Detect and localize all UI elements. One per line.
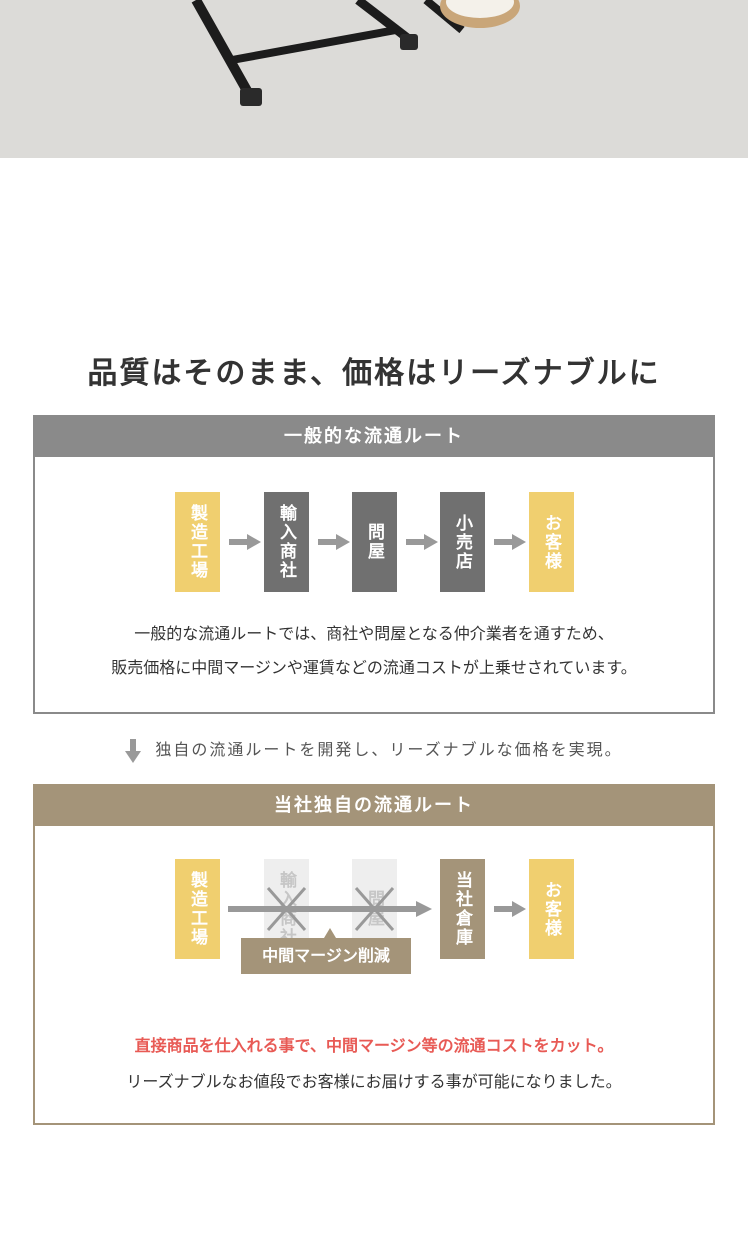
direct-arrow-icon — [228, 901, 432, 917]
step-customer: お客様 — [529, 492, 574, 592]
arrow-right-icon — [229, 534, 261, 550]
general-route-desc-2: 販売価格に中間マージンや運賃などの流通コストが上乗せされています。 — [111, 658, 637, 677]
step-factory: 製造工場 — [175, 859, 220, 959]
headline: 品質はそのまま、価格はリーズナブルに — [87, 356, 661, 391]
transition-note-text: 独自の流通ルートを開発し、リーズナブルな価格を実現。 — [155, 740, 623, 759]
arrow-right-icon — [406, 534, 438, 550]
arrow-right-icon — [494, 534, 526, 550]
general-route-panel: 一般的な流通ルート 製造工場 輸入商社 問屋 小売店 お客様 一般的な流通ルート… — [33, 415, 715, 714]
step-factory: 製造工場 — [175, 492, 220, 592]
arrow-right-icon — [494, 901, 526, 917]
step-own-warehouse: 当社倉庫 — [440, 859, 485, 959]
own-route-highlight: 直接商品を仕入れる事で、中間マージン等の流通コストをカット。 — [134, 1036, 614, 1055]
step-customer: お客様 — [529, 859, 574, 959]
general-route-title: 一般的な流通ルート — [35, 417, 713, 457]
arrow-down-icon — [125, 738, 142, 763]
own-route-panel: 当社独自の流通ルート 製造工場 輸入商社 問屋 当社倉庫 お客様 中間マージン削… — [33, 784, 715, 1125]
margin-reduction-label: 中間マージン削減 — [241, 928, 411, 974]
step-retailer: 小売店 — [440, 492, 485, 592]
step-import-trader: 輸入商社 — [264, 492, 309, 592]
transition-note: 独自の流通ルートを開発し、リーズナブルな価格を実現。 — [0, 736, 748, 763]
own-route-desc: リーズナブルなお値段でお客様にお届けする事が可能になりました。 — [126, 1072, 622, 1091]
own-route-title: 当社独自の流通ルート — [35, 786, 713, 826]
general-route-desc-1: 一般的な流通ルートでは、商社や問屋となる仲介業者を通すため、 — [134, 624, 614, 643]
product-photo — [0, 0, 748, 158]
step-wholesaler: 問屋 — [352, 492, 397, 592]
arrow-right-icon — [318, 534, 350, 550]
